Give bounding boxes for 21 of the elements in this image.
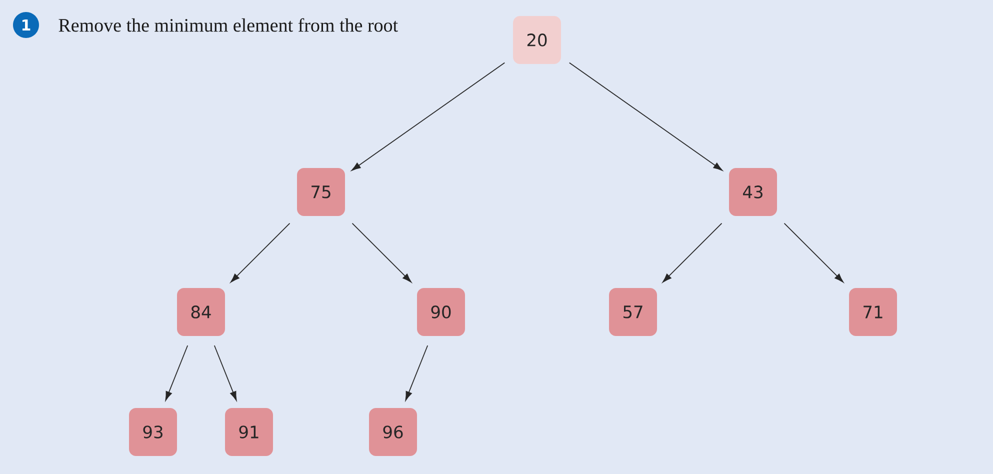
- arrow: [405, 345, 428, 401]
- tree-node: 75: [297, 168, 345, 216]
- tree-node: 93: [129, 408, 177, 456]
- step-number: 1: [13, 12, 39, 38]
- arrow: [351, 62, 506, 171]
- step-title: Remove the minimum element from the root: [58, 18, 398, 32]
- tree-node: 57: [609, 288, 657, 336]
- arrow: [352, 222, 412, 282]
- arrow: [214, 345, 237, 401]
- arrow: [230, 222, 290, 282]
- arrow: [662, 222, 722, 282]
- arrow: [568, 62, 723, 171]
- arrow: [165, 345, 188, 401]
- tree-node: 96: [369, 408, 417, 456]
- tree-node: 91: [225, 408, 273, 456]
- tree-node: 71: [849, 288, 897, 336]
- tree-node: 20: [513, 16, 561, 64]
- tree-node: 84: [177, 288, 225, 336]
- tree-node: 43: [729, 168, 777, 216]
- tree-node: 90: [417, 288, 465, 336]
- arrow: [784, 222, 844, 282]
